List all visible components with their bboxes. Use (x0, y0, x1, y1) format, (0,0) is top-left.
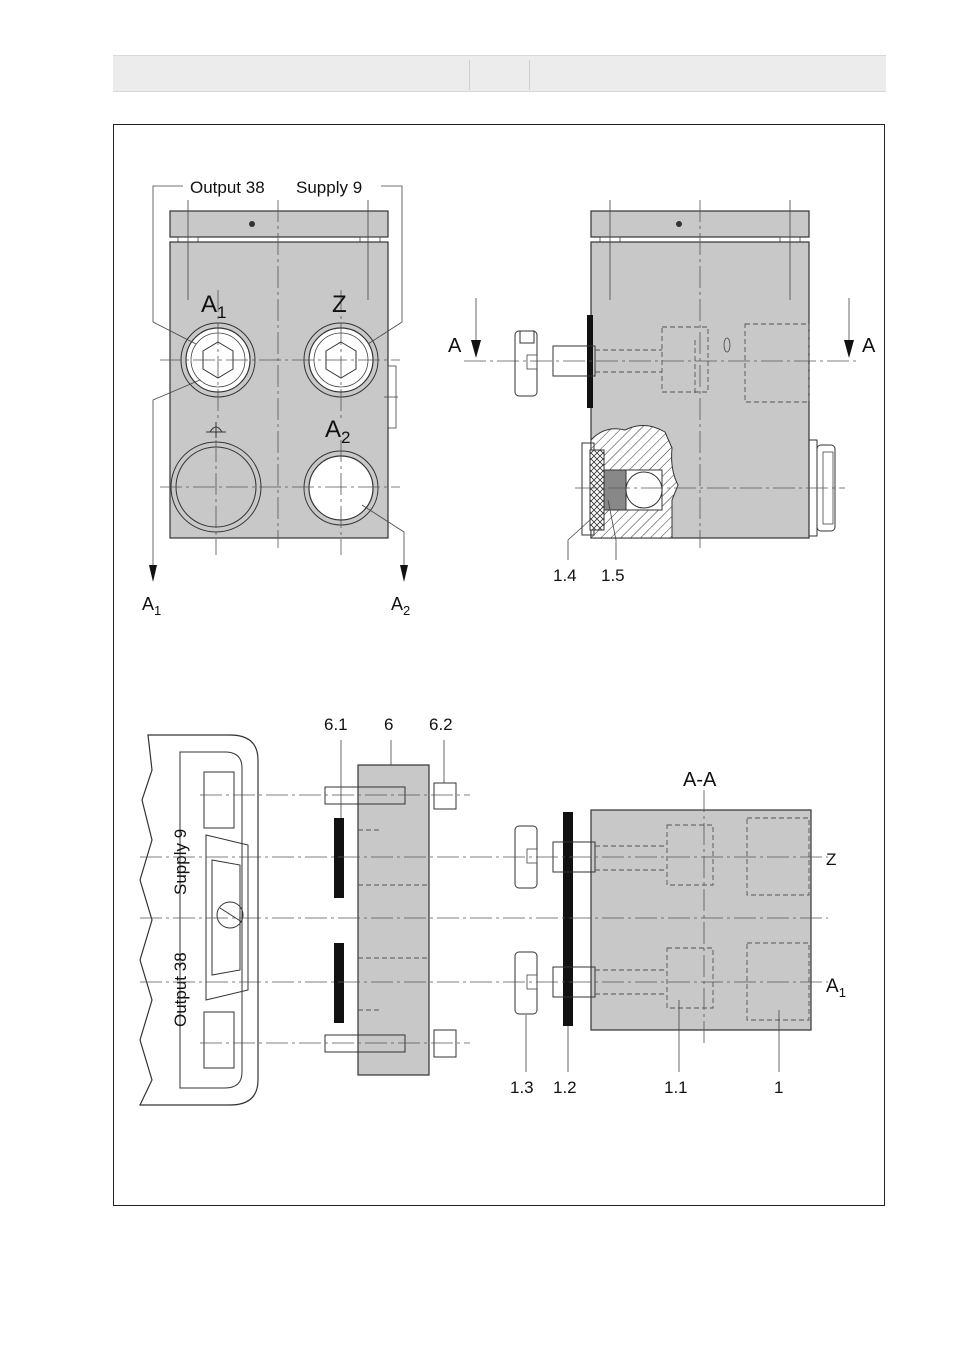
label-z: Z (826, 850, 836, 869)
part-6-body (358, 765, 429, 1075)
arrow-a2-label: A2 (391, 594, 410, 618)
arrow-a1-label: A1 (142, 594, 161, 618)
housing-label-supply-9: Supply 9 (171, 829, 190, 895)
housing-label-output-38: Output 38 (171, 952, 190, 1027)
section-block-body (591, 810, 811, 1030)
label-output-38: Output 38 (190, 178, 265, 197)
front-view (149, 186, 408, 582)
callout-1-4: 1.4 (553, 566, 577, 585)
label-supply-9: Supply 9 (296, 178, 362, 197)
section-title-a-a: A-A (683, 769, 717, 791)
section-arrow-left-label: A (448, 335, 462, 357)
callout-6-1: 6.1 (324, 715, 348, 734)
callout-1: 1 (774, 1078, 783, 1097)
part-6 (325, 740, 456, 1075)
section-arrow-right-label: A (862, 335, 876, 357)
callout-1-5: 1.5 (601, 566, 625, 585)
callout-1-1: 1.1 (664, 1078, 688, 1097)
callout-6: 6 (384, 715, 393, 734)
callout-1-3: 1.3 (510, 1078, 534, 1097)
port-z-label: Z (332, 291, 347, 318)
label-a1: A1 (826, 976, 846, 1000)
callout-1-2: 1.2 (553, 1078, 577, 1097)
callout-6-2: 6.2 (429, 715, 453, 734)
housing-view (140, 735, 258, 1105)
front-cover-plate (170, 211, 388, 237)
section-a-a (515, 790, 811, 1045)
side-view (464, 200, 860, 560)
